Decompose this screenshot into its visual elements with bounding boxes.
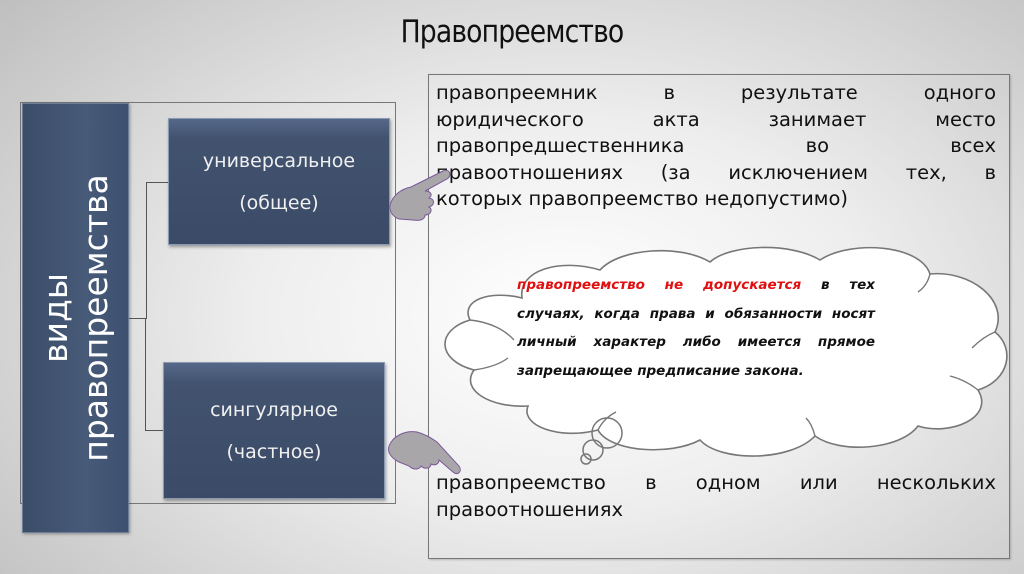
connector-line <box>146 182 147 319</box>
definition-line: правоотношениях <box>436 497 624 521</box>
singular-succession-box: сингулярное (частное) <box>163 362 385 499</box>
types-of-succession-box: виды правопреемства <box>22 103 129 533</box>
singular-definition: правопреемство в одном или нескольких пр… <box>436 470 996 523</box>
connector-line <box>145 430 163 431</box>
right-definitions-frame <box>428 74 1010 559</box>
slide-title: Правопреемство <box>400 14 625 50</box>
connector-line <box>145 318 146 430</box>
universal-definition: правопреемник в результате одного юридич… <box>436 80 996 213</box>
cloud-body: в тех случаях, когда права и обязанности… <box>517 277 876 379</box>
label-line-2: правопреемства <box>75 174 115 462</box>
singular-label: сингулярное <box>210 398 338 421</box>
universal-succession-box: универсальное (общее) <box>168 118 390 245</box>
cloud-highlight: правопреемство не допускается <box>517 277 802 293</box>
cloud-note: правопреемство не допускается в тех случ… <box>517 271 875 385</box>
pointing-hand-icon <box>388 431 461 475</box>
label-line-1: виды <box>35 273 75 363</box>
connector-line <box>146 182 168 183</box>
definition-line: правопреемник в результате одного <box>436 81 996 104</box>
definition-line: правопредшественника во всех <box>436 134 996 157</box>
pointing-hand-icon <box>389 169 451 221</box>
connector-line <box>129 318 146 319</box>
definition-line: правопреемство в одном или нескольких <box>436 471 996 494</box>
universal-sublabel: (общее) <box>239 191 319 214</box>
singular-sublabel: (частное) <box>226 440 322 463</box>
thought-cloud <box>444 246 1008 465</box>
types-of-succession-label: виды правопреемства <box>36 174 116 461</box>
left-diagram-frame <box>20 102 396 504</box>
definition-line: правоотношениях (за исключением тех, в <box>436 160 996 184</box>
definition-line: юридического акта занимает место <box>436 107 996 131</box>
universal-label: универсальное <box>202 149 356 172</box>
definition-line: которых правопреемство недопустимо) <box>436 187 848 210</box>
